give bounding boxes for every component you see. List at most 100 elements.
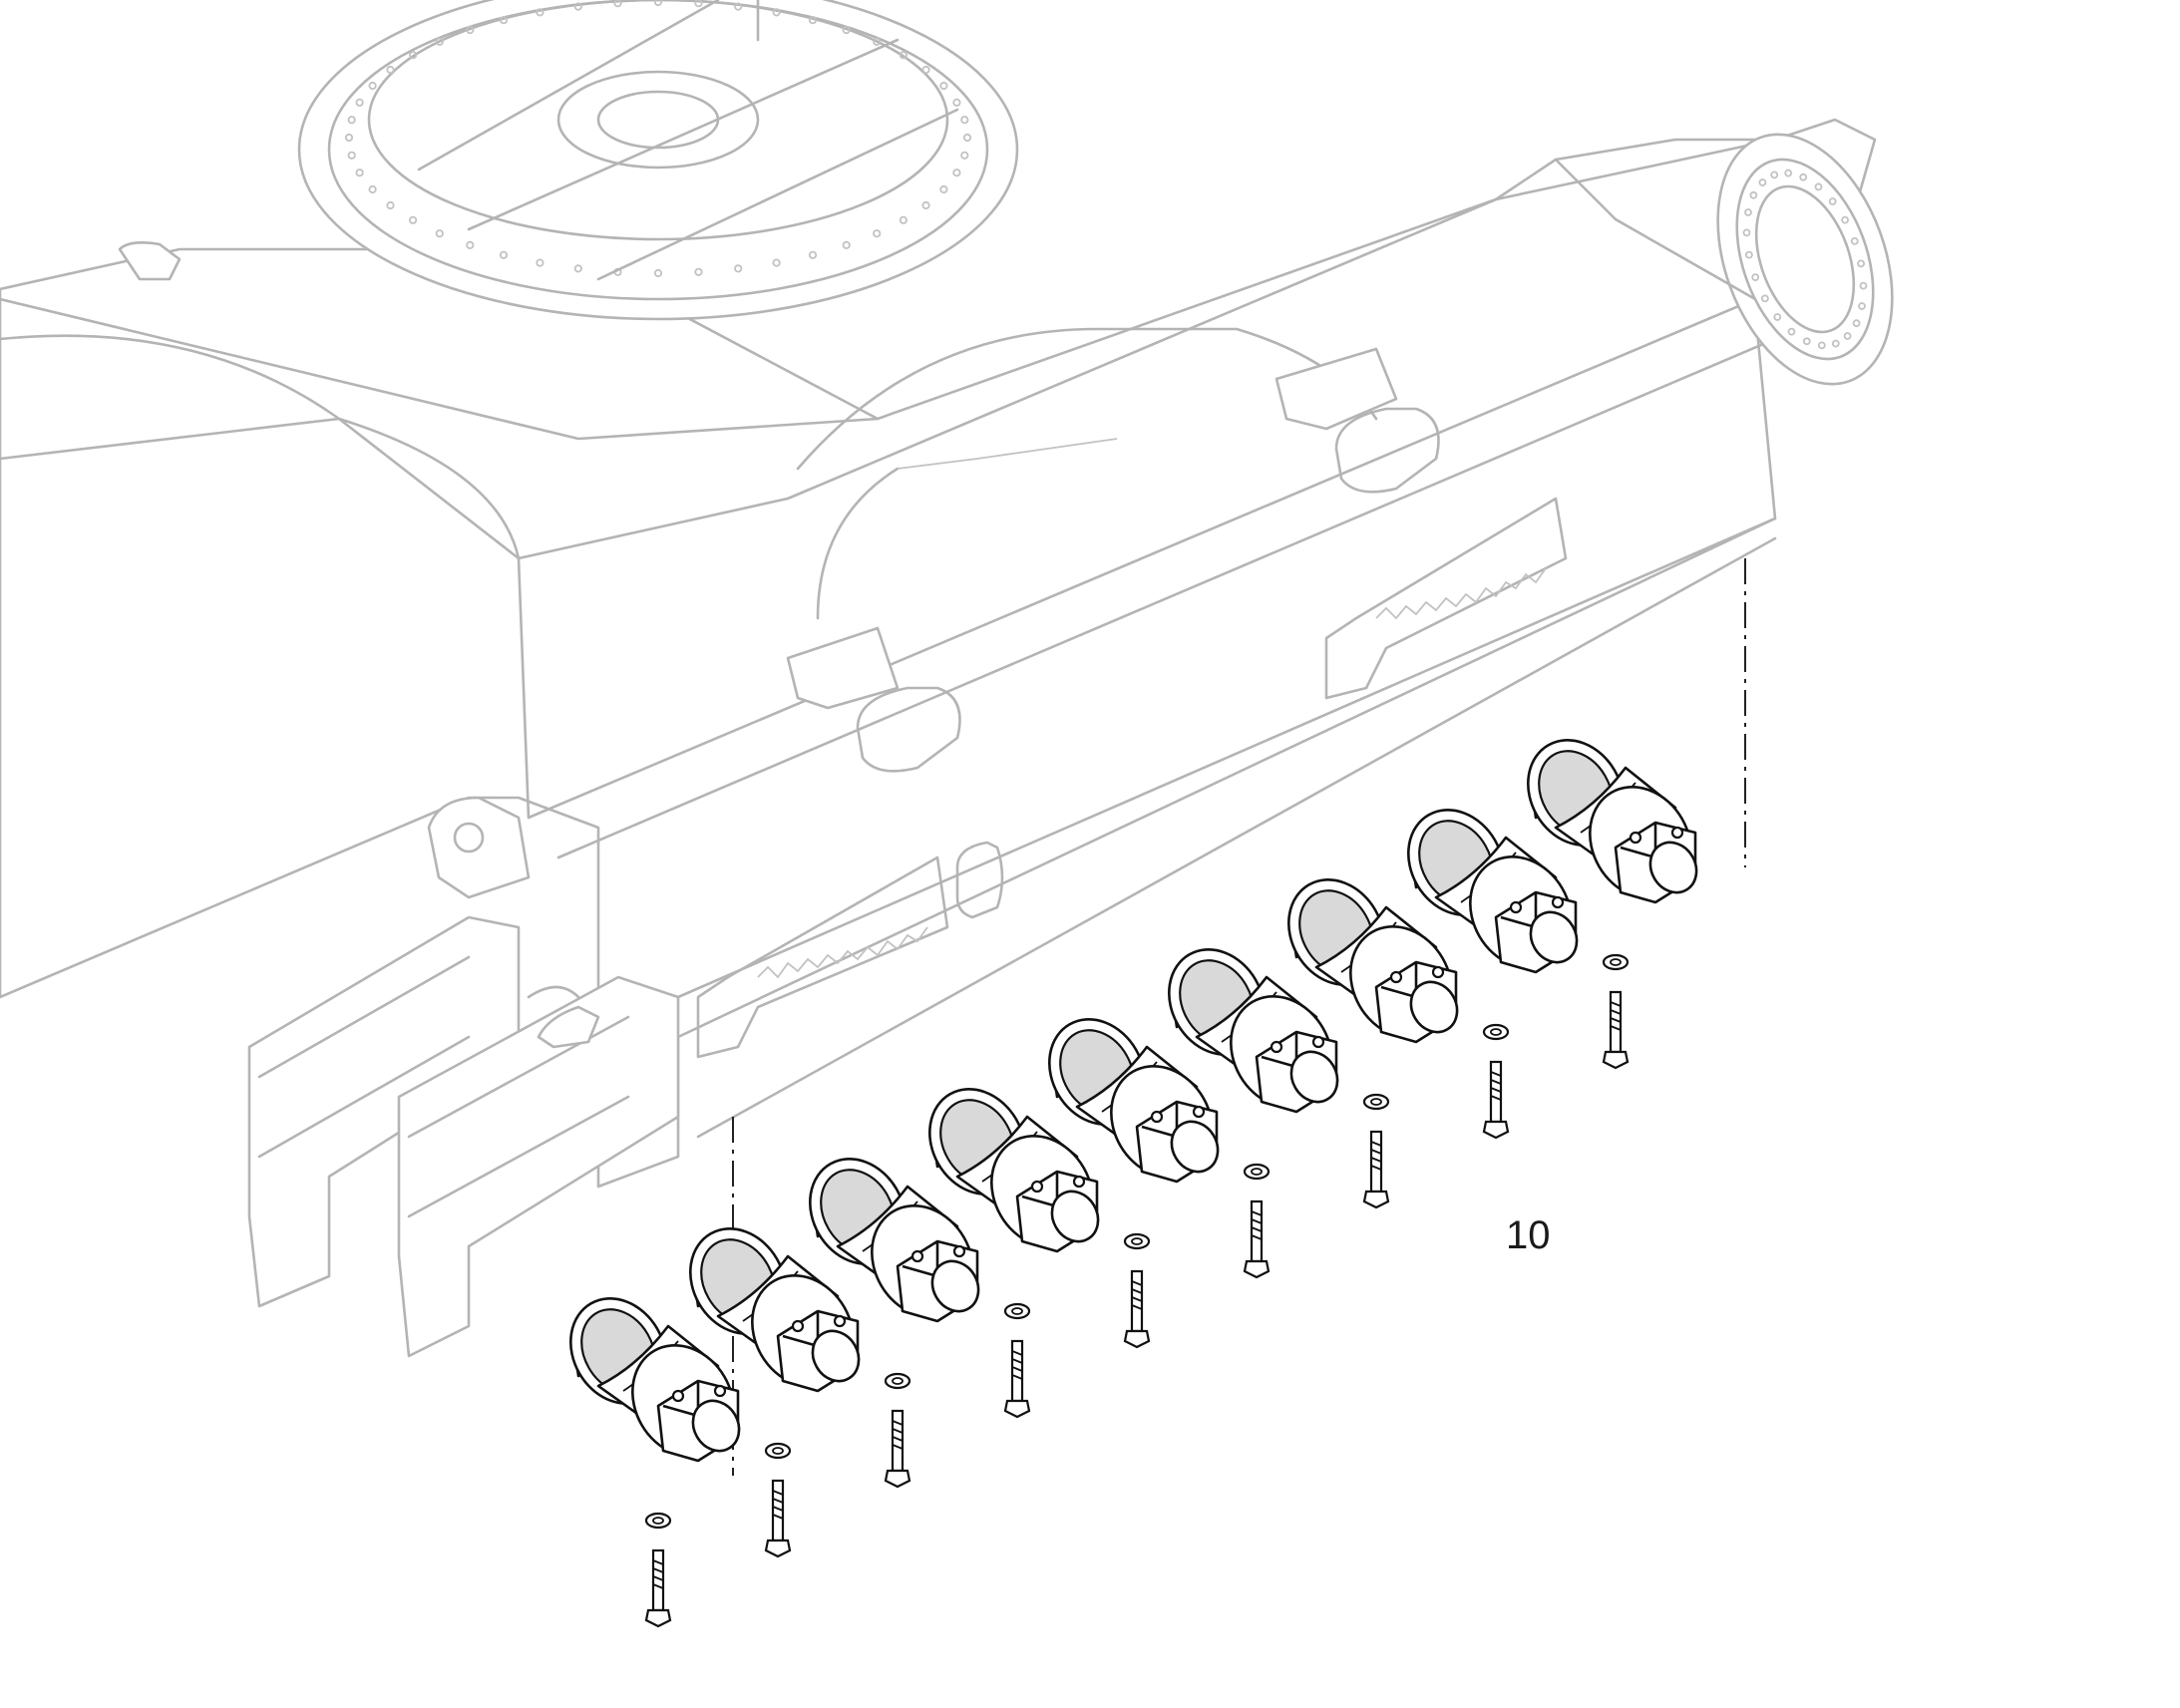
ring-bolt-hole xyxy=(653,268,663,278)
end-cap-hole xyxy=(671,1389,685,1403)
bolt-thread xyxy=(1251,1210,1263,1240)
end-cap-hole xyxy=(1072,1175,1086,1189)
ring-bolt-hole xyxy=(499,16,509,25)
bolt-thread xyxy=(1610,1001,1622,1031)
bolt-head xyxy=(1003,1399,1031,1419)
ring-bolt-hole xyxy=(466,25,475,35)
end-cap-hole xyxy=(910,1249,924,1263)
ring-bolt-hole xyxy=(939,184,948,194)
ring-bolt-hole xyxy=(694,0,703,8)
washer-hole xyxy=(1131,1237,1143,1245)
roller-shaft-end xyxy=(811,1329,861,1383)
ring-bolt-hole xyxy=(873,37,882,46)
ring-bolt-hole xyxy=(355,98,364,107)
washer xyxy=(1123,1232,1151,1250)
idler-bolt-hole xyxy=(1745,250,1753,259)
mounting-bolt-assembly xyxy=(644,1512,672,1628)
mounting-bolt-assembly xyxy=(764,1442,792,1558)
end-cap-hole xyxy=(1311,1035,1325,1049)
bolt-thread xyxy=(772,1490,784,1520)
mounting-bolt-assembly xyxy=(1243,1163,1271,1279)
ring-bolt-hole xyxy=(921,200,930,210)
bolt-head xyxy=(644,1608,672,1628)
idler-bolt-hole xyxy=(1843,332,1852,340)
undercarriage-frame xyxy=(0,0,1894,1358)
bolt-head xyxy=(1362,1190,1390,1209)
end-cap-hole xyxy=(1389,970,1403,984)
idler-bolt-hole xyxy=(1814,182,1823,191)
track-roller xyxy=(1407,809,1579,974)
ring-bolt-hole xyxy=(368,81,377,91)
washer-hole xyxy=(1251,1168,1263,1176)
idler-bolt-hole xyxy=(1858,302,1866,310)
ring-bolt-hole xyxy=(808,16,818,25)
mounting-bolt-assembly xyxy=(1123,1232,1151,1349)
track-roller-group xyxy=(569,739,1698,1463)
ring-bolt-hole xyxy=(613,0,622,8)
idler-bolt-hole xyxy=(1749,190,1758,199)
bolt-thread xyxy=(652,1559,664,1589)
bolt-head xyxy=(1482,1120,1510,1140)
track-roller xyxy=(689,1227,861,1393)
ring-bolt-hole xyxy=(347,151,356,160)
bolt-thread xyxy=(892,1420,904,1450)
idler-bolt-hole xyxy=(1761,294,1769,303)
bolt-thread xyxy=(1490,1071,1502,1101)
washer xyxy=(644,1512,672,1530)
ring-bolt-hole xyxy=(952,169,961,177)
ring-bolt-hole xyxy=(921,65,930,75)
ring-bolt-hole xyxy=(347,116,356,125)
roller-shaft-end xyxy=(1648,841,1698,894)
callout-10: 10 xyxy=(1506,1213,1551,1257)
end-cap-hole xyxy=(1270,1040,1283,1054)
washer-hole xyxy=(772,1447,784,1455)
idler-bolt-hole xyxy=(1773,313,1782,321)
washer-hole xyxy=(892,1377,904,1385)
idler-bolt-hole xyxy=(1857,259,1865,268)
bolt-head xyxy=(1123,1329,1151,1349)
ring-bolt-hole xyxy=(842,240,851,249)
roller-shaft-end xyxy=(1050,1190,1100,1243)
ring-bolt-hole xyxy=(653,0,663,7)
ring-bolt-hole xyxy=(573,264,582,273)
bolt-thread xyxy=(1131,1280,1143,1310)
idler-bolt-hole xyxy=(1799,172,1808,181)
ring-bolt-holes xyxy=(344,0,972,278)
idler-bolt-hole xyxy=(1744,208,1752,216)
ring-bolt-hole xyxy=(873,229,882,238)
idler-bolt-hole xyxy=(1802,337,1811,346)
ring-bolt-hole xyxy=(536,8,545,17)
ring-bolt-hole xyxy=(435,37,444,46)
ring-bolt-hole xyxy=(960,116,969,125)
roller-shaft-end xyxy=(1529,910,1579,964)
ring-bolt-hole xyxy=(962,133,972,143)
bolt-head xyxy=(1602,1050,1630,1070)
idler-bolt-hole xyxy=(1770,171,1779,179)
idler-bolt-hole xyxy=(1751,273,1760,282)
washer-hole xyxy=(1490,1028,1502,1036)
idler-bolt-hole xyxy=(1852,319,1861,328)
ring-bolt-hole xyxy=(368,184,377,194)
washer xyxy=(884,1372,911,1390)
end-cap-hole xyxy=(1670,826,1684,840)
roller-shaft-end xyxy=(691,1399,741,1453)
ring-bolt-hole xyxy=(355,169,364,177)
end-cap-hole xyxy=(1030,1180,1044,1194)
ring-bolt-hole xyxy=(899,215,908,224)
end-cap-hole xyxy=(1509,900,1523,914)
idler-bolt-hole xyxy=(1787,327,1796,336)
washer xyxy=(764,1442,792,1460)
end-cap-hole xyxy=(833,1314,847,1328)
end-cap-hole xyxy=(791,1319,805,1333)
track-roller xyxy=(569,1297,741,1463)
washer xyxy=(1362,1093,1390,1111)
mounting-bolt-assembly xyxy=(1362,1093,1390,1209)
end-cap-hole xyxy=(952,1244,966,1258)
idler-bolt-hole xyxy=(1850,236,1859,245)
ring-bolt-hole xyxy=(734,2,743,11)
washer xyxy=(1243,1163,1271,1181)
ring-bolt-hole xyxy=(435,229,444,238)
track-roller xyxy=(928,1088,1100,1253)
mounting-bolt-assembly xyxy=(1003,1302,1031,1419)
ring-bolt-hole xyxy=(536,258,545,267)
